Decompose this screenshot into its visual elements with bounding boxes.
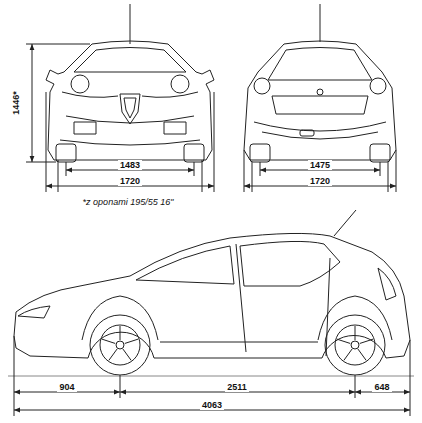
dimension-label: 1720	[308, 176, 332, 186]
wheel-spoke	[360, 339, 373, 343]
front-view	[26, 4, 214, 192]
wheel-spoke	[123, 349, 131, 360]
wheel-spoke	[337, 339, 350, 343]
rear-view	[244, 4, 396, 192]
dimension-label: 1483	[118, 160, 142, 170]
footnote: *z oponami 195/55 16"	[81, 197, 176, 207]
wheel-spoke	[109, 349, 117, 360]
wheel-spoke	[358, 349, 366, 360]
dimension-label: 4063	[200, 400, 224, 410]
dimension-label: 1475	[308, 160, 332, 170]
wheel-spoke	[120, 326, 121, 340]
wheel-spoke	[125, 339, 138, 343]
dimension-label: 904	[57, 382, 76, 392]
side-view	[8, 210, 414, 416]
dimension-label: 1446*	[11, 89, 21, 117]
dimension-label: 1720	[118, 176, 142, 186]
wheel-spoke	[102, 339, 115, 343]
dimension-label: 2511	[225, 382, 249, 392]
wheel-spoke	[355, 326, 356, 340]
wheel-spoke	[344, 349, 352, 360]
dimension-label: 648	[372, 382, 391, 392]
